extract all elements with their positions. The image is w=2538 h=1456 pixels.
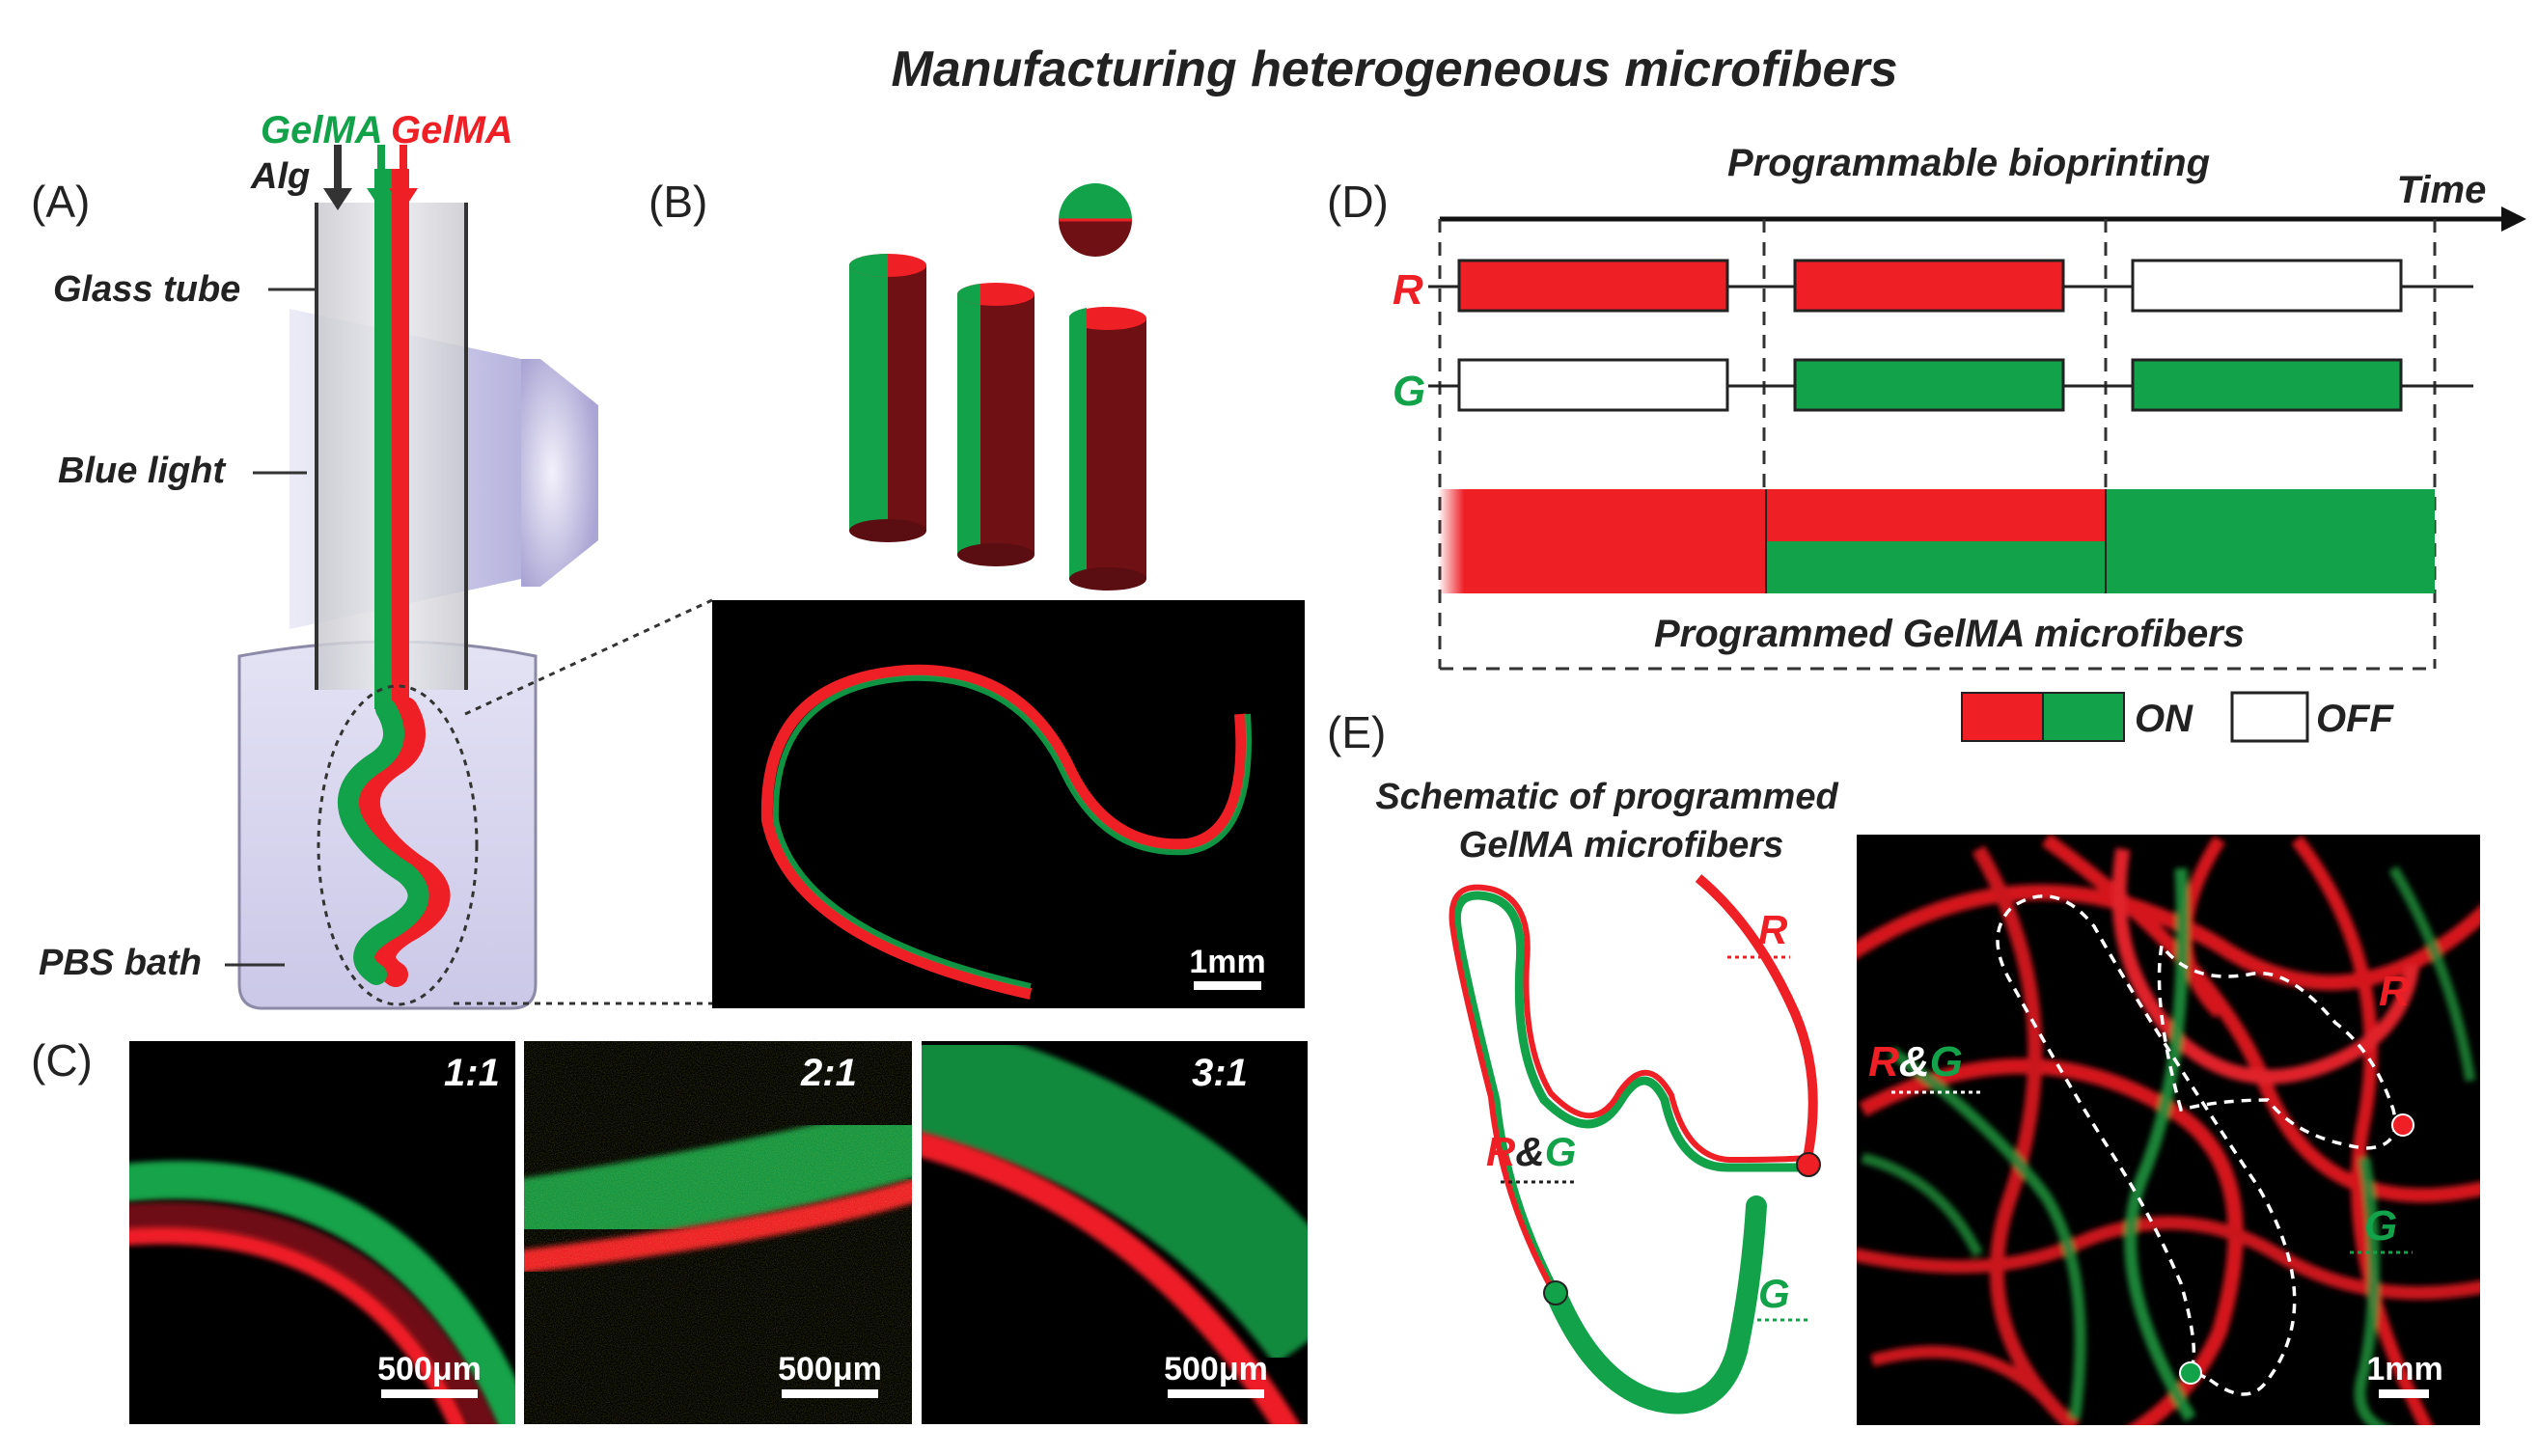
micrograph-rg-label: R&G: [1868, 1038, 1963, 1085]
input-gelma-green: GelMA: [261, 109, 383, 151]
legend-on-red-swatch: [1961, 692, 2044, 742]
schematic-rg-g: G: [1545, 1129, 1577, 1174]
micrograph-rg-r: R: [1868, 1038, 1899, 1085]
scale-bar-c3-label: 500μm: [1164, 1351, 1268, 1387]
schematic-rg-label: R&G: [1486, 1129, 1576, 1174]
row-g-segment-1-off: [1457, 358, 1729, 412]
row-r-segment-2-on: [1793, 259, 2065, 313]
zoom-region-ellipse: [317, 684, 479, 1006]
input-alg: Alg: [250, 156, 310, 197]
panel-d: (D) Programmable bioprinting Time R G: [1327, 142, 2526, 743]
micrograph-rg-g: G: [1930, 1038, 1963, 1085]
legend-off-swatch: [2230, 691, 2309, 743]
schematic-fiber: [1448, 874, 1821, 1415]
panel-d-label: (D): [1327, 177, 1389, 227]
program-rows: [1457, 259, 2403, 412]
time-label: Time: [2397, 169, 2487, 211]
panel-e-dashed-outline: [1996, 894, 2397, 1396]
legend-on-green-swatch: [2042, 692, 2125, 742]
input-arrows: [323, 145, 418, 210]
scale-bar-c1-label: 500μm: [377, 1351, 482, 1387]
panel-c-image-2: 2:1 500μm: [524, 1041, 912, 1424]
panel-e-green-endpoint: [2179, 1361, 2202, 1385]
schematic-rg-amp: &: [1515, 1129, 1544, 1174]
cylinder-3: [1068, 307, 1146, 591]
panel-a-label: (A): [31, 177, 90, 227]
figure-title: Manufacturing heterogeneous microfibers: [891, 41, 1897, 97]
ratio-1-label: 1:1: [444, 1052, 500, 1094]
schematic-g-label: G: [1758, 1271, 1790, 1316]
scale-bar-b-label: 1mm: [1189, 944, 1265, 980]
red-stream: [392, 169, 409, 709]
scale-bar-b: [1194, 981, 1261, 990]
legend: ON OFF: [1961, 691, 2395, 743]
programmed-fiber-bar: [1438, 489, 2435, 593]
label-blue-light: Blue light: [58, 451, 226, 491]
ratio-3-label: 3:1: [1192, 1052, 1248, 1094]
micrograph-g-label: G: [2364, 1202, 2397, 1250]
label-pbs-bath: PBS bath: [39, 943, 202, 983]
row-g-segment-2-on: [1793, 358, 2065, 412]
cylinder-1: [849, 254, 926, 542]
panel-c-image-1: 1:1 500μm: [129, 1041, 515, 1424]
panel-c-image-3: 3:1 500μm: [922, 1041, 1308, 1424]
scale-bar-e: [2379, 1389, 2429, 1398]
cylinder-2: [957, 283, 1035, 566]
scale-bar-c2-label: 500μm: [778, 1351, 882, 1387]
panel-c: (C) 1:1 500μm 2:1 500μm: [31, 1035, 1308, 1424]
green-stream: [374, 169, 392, 709]
panel-d-subtitle: Programmable bioprinting: [1727, 142, 2210, 184]
row-r-segment-3-off: [2131, 259, 2403, 313]
panel-b-fiber: [760, 664, 1252, 1000]
panel-b-label: (B): [648, 177, 707, 227]
panel-b: (B): [648, 177, 1305, 1008]
panel-e-red-endpoint: [2391, 1113, 2414, 1137]
panel-b-micrograph: [712, 600, 1305, 1008]
schematic-rg-r: R: [1486, 1129, 1516, 1174]
blue-light-lens: [521, 359, 598, 587]
row-g-segment-3-on: [2131, 358, 2403, 412]
time-axis-arrowhead: [2501, 206, 2526, 232]
scale-bar-e-label: 1mm: [2366, 1351, 2442, 1387]
cross-section-disk: [1059, 183, 1132, 257]
row-r-label: R: [1393, 266, 1423, 314]
time-dividers: [1438, 219, 2437, 671]
schematic-title-line-1: Schematic of programmed: [1375, 777, 1838, 817]
panel-c-label: (C): [31, 1035, 93, 1085]
row-r-segment-1-on: [1457, 259, 1729, 313]
legend-on-label: ON: [2135, 698, 2193, 740]
panel-e-fibers: [1857, 835, 2480, 1425]
row-g-label: G: [1393, 368, 1425, 415]
legend-off-label: OFF: [2316, 698, 2395, 740]
schematic-title-line-2: GelMA microfibers: [1459, 825, 1783, 865]
panel-a: (A) GelMA GelMA Alg Glass tub: [31, 109, 713, 1010]
ratio-2-label: 2:1: [800, 1052, 857, 1094]
schematic-r-label: R: [1758, 907, 1788, 952]
micrograph-r-label: R: [2379, 968, 2410, 1015]
label-glass-tube: Glass tube: [53, 269, 240, 310]
panel-e-label: (E): [1327, 707, 1386, 757]
input-gelma-red: GelMA: [391, 109, 513, 151]
extruded-fiber-green: [338, 699, 429, 985]
micrograph-rg-amp: &: [1899, 1038, 1930, 1085]
programmed-fiber-label: Programmed GelMA microfibers: [1654, 613, 2245, 655]
panel-e: (E) Schematic of programmed GelMA microf…: [1327, 707, 2480, 1425]
